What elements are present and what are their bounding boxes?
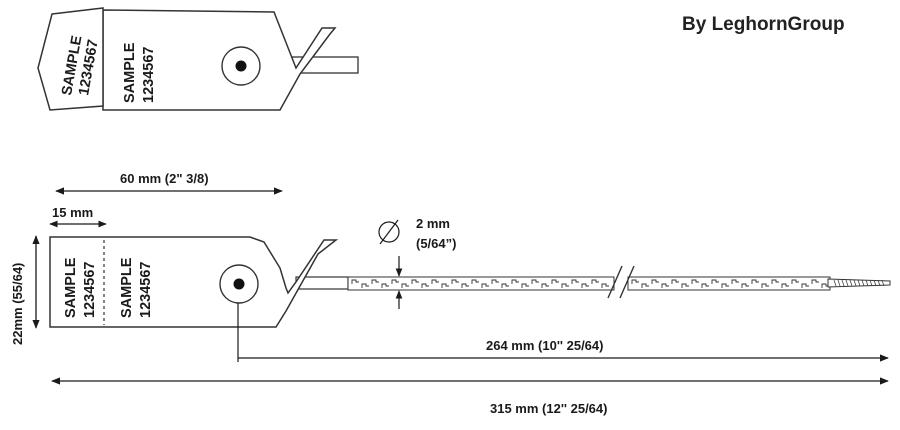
dimension-head-length: 60 mm (2" 3/8) (55, 171, 283, 195)
strap-length-label: 264 mm (10'' 25/64) (486, 338, 603, 353)
diameter-mm-label: 2 mm (416, 216, 450, 231)
dimension-height: 22mm (55/64) (10, 235, 40, 345)
dimension-flap-length: 15 mm (49, 205, 107, 228)
strap-serrated-right (627, 276, 831, 291)
top-seal-flap (37, 7, 104, 111)
strap-break-mark-2 (619, 265, 635, 299)
strap-tail-teeth (833, 279, 885, 287)
top-lock-dot (235, 60, 247, 72)
head-length-label: 60 mm (2" 3/8) (120, 171, 209, 186)
top-body-line1: SAMPLE (122, 42, 138, 103)
strap-break-mark-1 (607, 265, 623, 299)
dimension-strap-length: 264 mm (10'' 25/64) (237, 303, 889, 362)
body-line1: SAMPLE (119, 257, 135, 318)
diameter-symbol (378, 221, 400, 243)
flap-length-label: 15 mm (52, 205, 93, 220)
total-length-label: 315 mm (12'' 25/64) (490, 401, 607, 416)
strap-serrated-left (347, 276, 615, 291)
bottom-seal-illustration: SAMPLE 1234567 SAMPLE 1234567 (49, 236, 891, 328)
flap-line2: 1234567 (82, 262, 98, 318)
top-seal-body (102, 9, 337, 111)
brand-label: By LeghornGroup (682, 14, 845, 35)
diameter-in-label: (5/64”) (416, 236, 456, 251)
top-body-line2: 1234567 (141, 47, 157, 103)
seal-head (49, 236, 339, 328)
flap-line1: SAMPLE (63, 257, 79, 318)
dimension-total-length: 315 mm (12'' 25/64) (51, 377, 889, 416)
lock-dot (233, 278, 245, 290)
top-seal-illustration: SAMPLE 1234567 SAMPLE 1234567 (37, 7, 359, 111)
body-line2: 1234567 (138, 262, 154, 318)
dimension-diameter: 2 mm (5/64”) (378, 216, 456, 309)
height-label: 22mm (55/64) (10, 263, 25, 345)
